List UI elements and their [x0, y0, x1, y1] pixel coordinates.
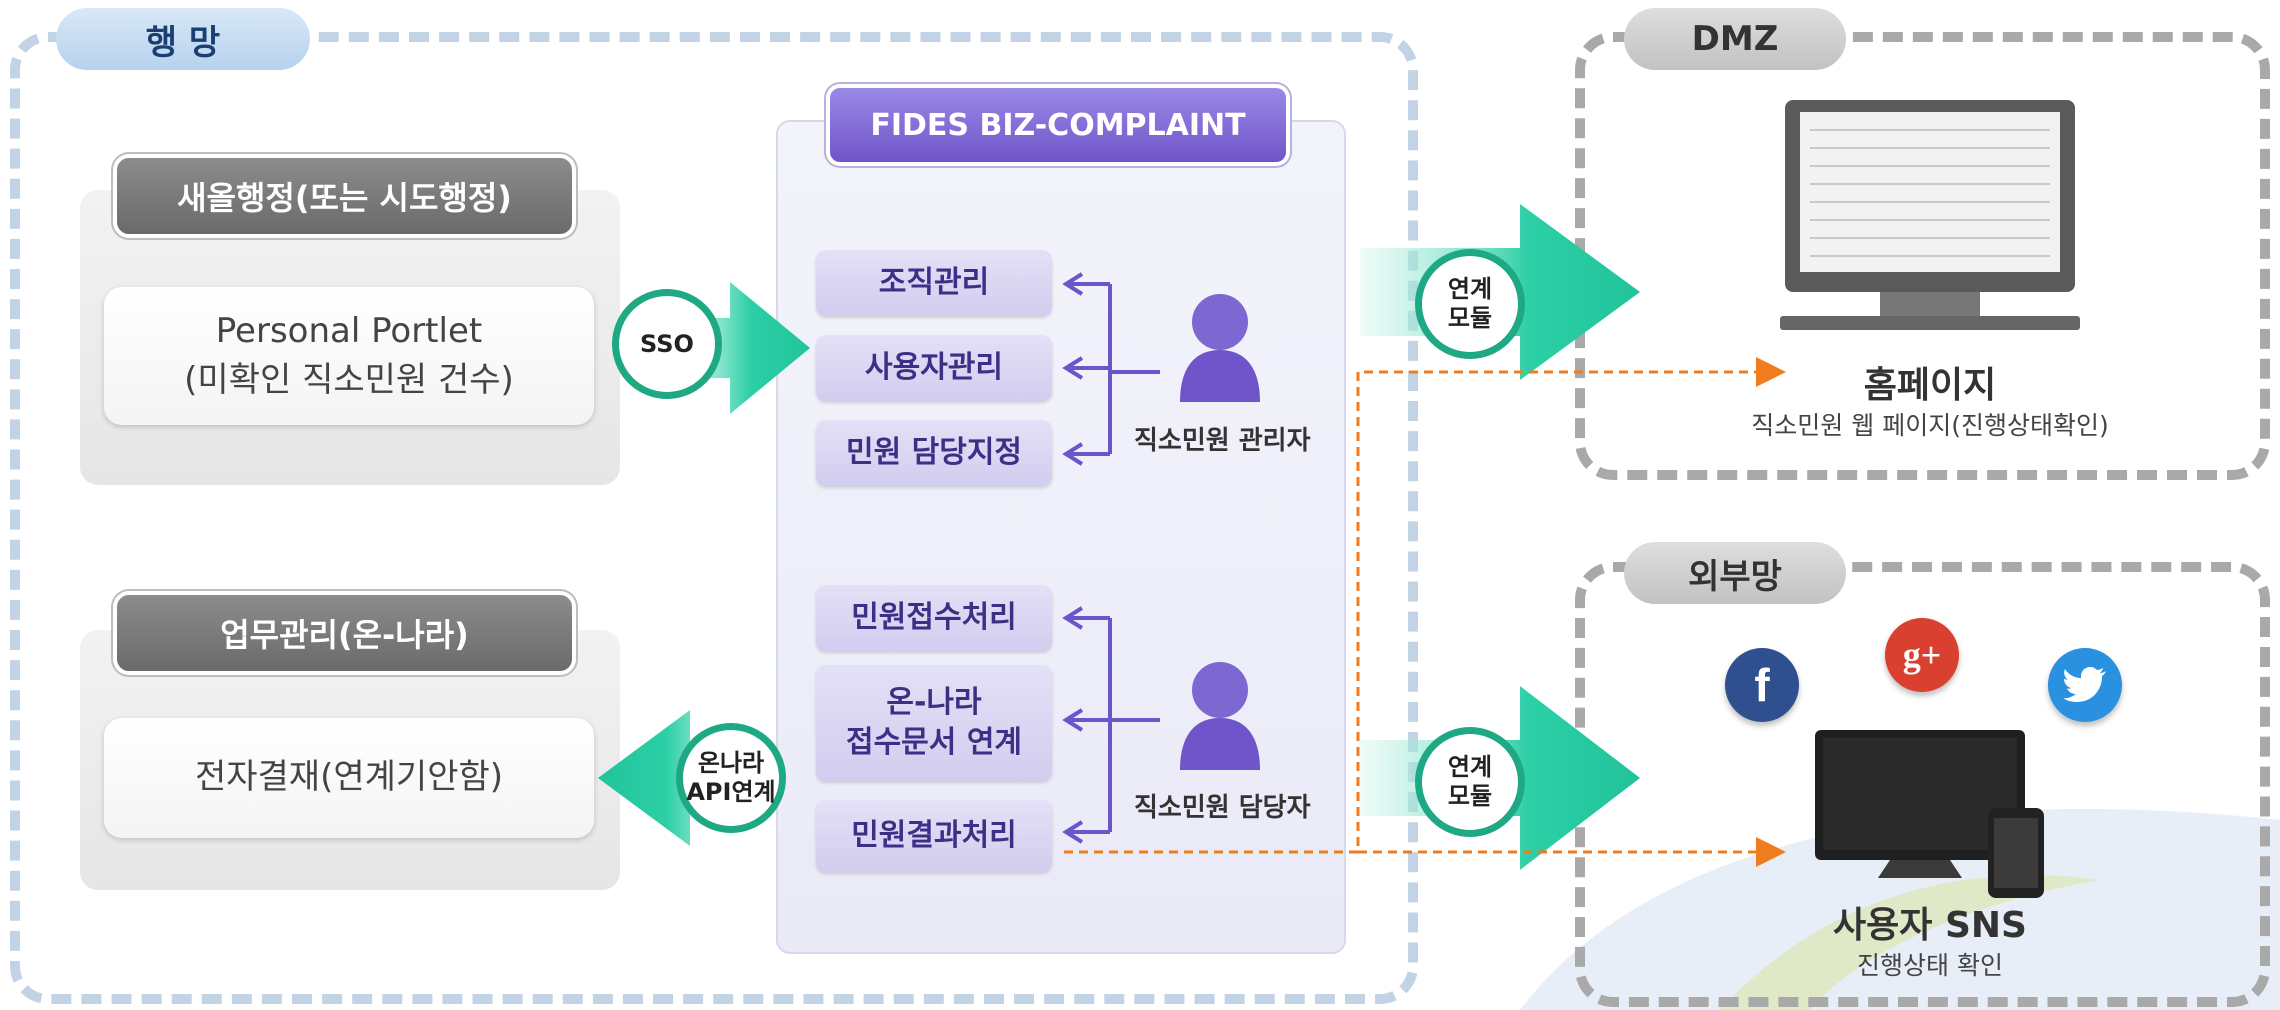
user-management-item: 사용자관리 [816, 335, 1052, 401]
homepage-monitor-icon [1780, 100, 2080, 330]
org-management-item: 조직관리 [816, 250, 1052, 316]
personal-portlet-title: Personal Portlet [215, 310, 483, 351]
approval-label: 전자결재(연계기안함) [194, 757, 504, 798]
onnara-api-circle: 온나라 API연계 [676, 723, 786, 833]
external-network-tag: 외부망 [1624, 542, 1846, 604]
link-module-circle-bottom: 연계 모듈 [1415, 727, 1525, 837]
internal-network-tag: 행 망 [56, 8, 310, 70]
link-module-bottom-line2: 모듈 [1447, 782, 1493, 810]
personal-portlet-subtitle: (미확인 직소민원 건수) [184, 360, 514, 400]
onnara-header: 업무관리(온-나라) [117, 595, 572, 671]
complaint-intake-item: 민원접수처리 [816, 585, 1052, 651]
dmz-tag: DMZ [1624, 8, 1846, 70]
link-module-top-line1: 연계 [1447, 275, 1493, 304]
complaint-assignment-item: 민원 담당지정 [816, 420, 1052, 486]
admin-person-icon [1180, 294, 1260, 402]
sns-tv-icon [1815, 730, 2025, 878]
homepage-title: 홈페이지 [1863, 365, 1997, 406]
link-module-top-line2: 모듈 [1447, 304, 1493, 332]
sns-title: 사용자 SNS [1833, 905, 2027, 946]
onnara-link-line1: 온-나라 [886, 684, 982, 720]
admin-bracket [1062, 272, 1160, 466]
sso-arrow [660, 282, 810, 414]
saeol-header: 새올행정(또는 시도행정) [117, 158, 572, 234]
twitter-icon [2048, 648, 2122, 722]
link-module-bottom-line1: 연계 [1447, 753, 1493, 782]
onnara-label-line2: API연계 [686, 778, 776, 806]
sso-label: SSO [640, 329, 694, 358]
phone-icon [1988, 808, 2044, 898]
complaint-result-item: 민원결과처리 [816, 800, 1052, 872]
google-plus-icon: g+ [1885, 618, 1959, 692]
status-dashed-lines [1064, 357, 1786, 867]
sns-subtitle: 진행상태 확인 [1857, 951, 2003, 980]
homepage-subtitle: 직소민원 웹 페이지(진행상태확인) [1751, 411, 2109, 440]
fides-title: FIDES BIZ-COMPLAINT [830, 88, 1286, 162]
staff-label: 직소민원 담당자 [1134, 793, 1311, 823]
onnara-link-line2: 접수문서 연계 [845, 725, 1023, 760]
onnara-label-line1: 온나라 [697, 749, 765, 778]
approval-box: 전자결재(연계기안함) [104, 718, 594, 838]
facebook-icon: f [1725, 648, 1799, 722]
admin-label: 직소민원 관리자 [1134, 426, 1311, 456]
internal-network-zone [10, 32, 1418, 1004]
personal-portlet-box: Personal Portlet (미확인 직소민원 건수) [104, 287, 594, 425]
onnara-link-item: 온-나라 접수문서 연계 [816, 665, 1052, 781]
staff-bracket [1062, 606, 1160, 844]
link-module-circle-top: 연계 모듈 [1415, 249, 1525, 359]
sso-circle: SSO [612, 289, 722, 399]
staff-person-icon [1180, 662, 1260, 770]
decorative-swoosh [1520, 808, 2280, 1010]
